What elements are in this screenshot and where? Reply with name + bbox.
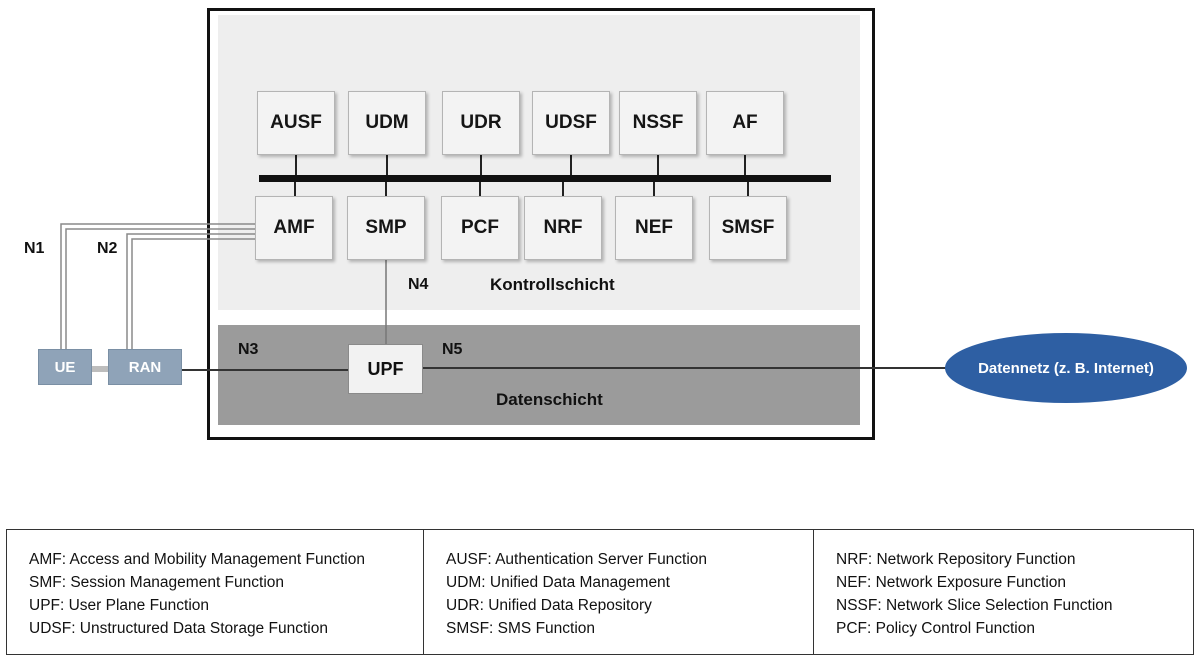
data-network-node[interactable]: Datennetz (z. B. Internet) [945, 333, 1187, 403]
upf-node[interactable]: UPF [348, 344, 423, 394]
legend-entry-smsf: SMSF: SMS Function [446, 620, 596, 637]
n2-link [126, 233, 255, 349]
legend-column: NRF: Network Repository Function NEF: Ne… [813, 530, 1193, 654]
service-bus [259, 175, 831, 182]
nf-nssf[interactable]: NSSF [619, 91, 697, 155]
legend-entry-upf: UPF: User Plane Function [29, 597, 210, 614]
legend-table: AMF: Access and Mobility Management Func… [6, 529, 1194, 655]
legend-entry-ausf: AUSF: Authentication Server Function [446, 551, 708, 568]
legend-entry-pcf: PCF: Policy Control Function [836, 620, 1035, 637]
legend-entry-nef: NEF: Network Exposure Function [836, 574, 1067, 591]
nf-udsf[interactable]: UDSF [532, 91, 610, 155]
nf-amf[interactable]: AMF [255, 196, 333, 260]
ran-node[interactable]: RAN [108, 349, 182, 385]
control-layer-label: Kontrollschicht [490, 275, 615, 294]
legend-column: AMF: Access and Mobility Management Func… [7, 530, 423, 654]
nf-af[interactable]: AF [706, 91, 784, 155]
ue-node[interactable]: UE [38, 349, 92, 385]
legend-column: AUSF: Authentication Server Function UDM… [423, 530, 813, 654]
interface-label-n1: N1 [24, 240, 45, 257]
nf-ausf[interactable]: AUSF [257, 91, 335, 155]
n1-link [60, 223, 255, 349]
interface-label-n3: N3 [238, 341, 259, 358]
data-layer [218, 325, 860, 425]
nf-smp[interactable]: SMP [347, 196, 425, 260]
legend-entry-amf: AMF: Access and Mobility Management Func… [29, 551, 365, 568]
legend-entry-udr: UDR: Unified Data Repository [446, 597, 652, 614]
data-layer-label: Datenschicht [496, 390, 603, 409]
nf-udr[interactable]: UDR [442, 91, 520, 155]
nf-nrf[interactable]: NRF [524, 196, 602, 260]
interface-label-n2: N2 [97, 240, 118, 257]
interface-label-n4: N4 [408, 276, 429, 293]
legend-entry-udm: UDM: Unified Data Management [446, 574, 670, 591]
nf-udm[interactable]: UDM [348, 91, 426, 155]
nf-smsf[interactable]: SMSF [709, 196, 787, 260]
legend-entry-smf: SMF: Session Management Function [29, 574, 285, 591]
nf-nef[interactable]: NEF [615, 196, 693, 260]
interface-label-n5: N5 [442, 341, 463, 358]
legend-entry-nrf: NRF: Network Repository Function [836, 551, 1076, 568]
control-layer [218, 15, 860, 310]
legend-entry-udsf: UDSF: Unstructured Data Storage Function [29, 620, 328, 637]
legend-entry-nssf: NSSF: Network Slice Selection Function [836, 597, 1113, 614]
nf-pcf[interactable]: PCF [441, 196, 519, 260]
